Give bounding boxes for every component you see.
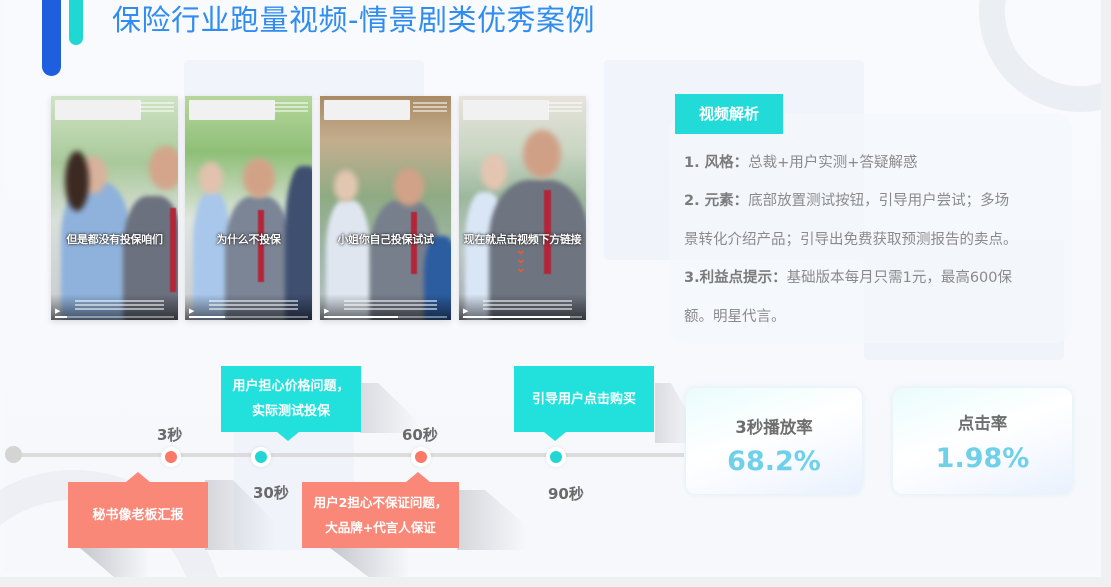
timeline-node-60s[interactable] [411, 447, 431, 467]
tie [170, 208, 176, 292]
metric-card-click-rate: 点击率 1.98% [893, 388, 1072, 494]
video-progress-bar[interactable] [189, 316, 308, 318]
metric-card-3s-play-rate: 3秒播放率 68.2% [686, 388, 862, 494]
play-icon[interactable]: ▶ [55, 307, 61, 315]
tie [411, 212, 417, 274]
analysis-item-benefits-cont: 额。明星代言。 [684, 307, 786, 327]
hair [65, 151, 89, 211]
head [243, 158, 275, 198]
title-mask [324, 100, 410, 120]
video-thumbnail-1[interactable]: 但是都没有投保咱们 ▶ [51, 96, 178, 320]
timeline-node-30s[interactable] [251, 447, 271, 467]
video-progress-bar[interactable] [55, 316, 174, 318]
video-progress-bar[interactable] [324, 316, 447, 318]
analysis-item-elements: 2. 元素：底部放置测试按钮，引导用户尝试；多场 [684, 191, 1009, 211]
callout-text: 引导用户点击购买 [531, 391, 636, 407]
head [481, 154, 507, 190]
title-accent-bar-blue [42, 0, 61, 76]
timeline-callout-60s: 用户2担心不保证问题， 大品牌+代言人保证 [302, 472, 459, 548]
video-controls[interactable]: ▶ [320, 294, 451, 320]
head [523, 130, 561, 178]
analysis-text: 底部放置测试按钮，引导用户尝试；多场 [748, 193, 1010, 209]
timeline-callout-3s: 秘书像老板汇报 [68, 472, 208, 548]
callout-pointer [126, 472, 150, 482]
analysis-label: 2. 元素： [684, 193, 749, 209]
play-icon[interactable]: ▶ [189, 307, 195, 315]
head [334, 170, 358, 202]
analysis-item-style: 1. 风格：总裁+用户实测+答疑解惑 [684, 153, 917, 173]
head [149, 146, 178, 190]
callout-pointer [544, 432, 566, 441]
watermark [274, 102, 308, 114]
callout-text: 大品牌+代言人保证 [325, 520, 436, 535]
title-mask [463, 100, 549, 120]
callout-pointer [406, 472, 430, 482]
analysis-text: 额。明星代言。 [684, 309, 786, 325]
head [199, 162, 223, 194]
timeline-time-label: 30秒 [253, 484, 289, 502]
analysis-item-benefits: 3.利益点提示：基础版本每月只需1元，最高600保 [684, 268, 1012, 288]
video-subtitle: 但是都没有投保咱们 [66, 233, 163, 246]
page-title: 保险行业跑量视频-情景剧类优秀案例 [112, 3, 595, 37]
video-subtitle: 为什么不投保 [216, 233, 281, 246]
callout-text: 实际测试投保 [251, 404, 330, 419]
bg-decoration [184, 60, 424, 100]
timeline-time-label: 3秒 [157, 426, 183, 444]
analysis-label: 1. 风格： [684, 155, 749, 171]
watermark [140, 102, 174, 114]
title-accent-bar-teal [69, 0, 83, 45]
title-mask [55, 100, 141, 120]
timeline-start-dot [5, 446, 22, 463]
analysis-item-elements-cont: 景转化介绍产品；引导出免费获取预测报告的卖点。 [684, 230, 1018, 250]
callout-text: 用户担心价格问题， [232, 379, 350, 394]
video-subtitle: 小姐你自己投保试试 [337, 233, 434, 246]
timeline-callout-30s: 用户担心价格问题， 实际测试投保 [221, 366, 361, 441]
head [394, 168, 424, 206]
timeline-node-3s[interactable] [161, 447, 181, 467]
caption-text [483, 300, 572, 310]
caption-text [344, 300, 437, 310]
watermark [548, 102, 582, 114]
callout-text: 用户2担心不保证问题， [313, 495, 448, 510]
video-progress-bar[interactable] [463, 316, 582, 318]
video-controls[interactable]: ▶ [459, 294, 586, 320]
analysis-badge: 视频解析 [675, 94, 783, 134]
video-subtitle: 现在就点击视频下方链接 [463, 233, 582, 246]
watermark [413, 102, 447, 114]
video-controls[interactable]: ▶ [185, 294, 312, 320]
video-thumbnail-3[interactable]: 小姐你自己投保试试 ▶ [320, 96, 451, 320]
metric-label: 3秒播放率 [735, 418, 813, 437]
chevron-down-icon: ⌄⌄⌄ [515, 242, 527, 276]
callout-pointer [277, 432, 299, 441]
analysis-text: 基础版本每月只需1元，最高600保 [786, 270, 1013, 286]
video-thumbnail-2[interactable]: 为什么不投保 ▶ [185, 96, 312, 320]
tie [544, 190, 551, 274]
analysis-card [669, 113, 1072, 343]
analysis-label: 3.利益点提示： [684, 270, 787, 286]
caption-text [75, 300, 164, 310]
timeline-node-90s[interactable] [546, 447, 566, 467]
video-controls[interactable]: ▶ [51, 294, 178, 320]
timeline-time-label: 90秒 [548, 485, 584, 503]
timeline-time-label: 60秒 [402, 426, 438, 444]
timeline-track [14, 453, 684, 457]
metric-value: 1.98% [935, 443, 1030, 474]
metric-value: 68.2% [727, 446, 821, 477]
caption-text [209, 300, 298, 310]
slide: 保险行业跑量视频-情景剧类优秀案例 但是都没有投保咱们 ▶ 为什么不投保 [0, 0, 1101, 577]
analysis-text: 总裁+用户实测+答疑解惑 [748, 155, 918, 171]
title-mask [189, 100, 275, 120]
video-thumbnail-4[interactable]: 现在就点击视频下方链接 ⌄⌄⌄ ▶ [459, 96, 586, 320]
timeline-callout-90s: 引导用户点击购买 [514, 366, 654, 441]
callout-text: 秘书像老板汇报 [92, 507, 184, 523]
tie [258, 210, 264, 282]
play-icon[interactable]: ▶ [324, 307, 330, 315]
analysis-text: 景转化介绍产品；引导出免费获取预测报告的卖点。 [684, 232, 1018, 248]
metric-label: 点击率 [957, 414, 1008, 433]
play-icon[interactable]: ▶ [463, 307, 469, 315]
